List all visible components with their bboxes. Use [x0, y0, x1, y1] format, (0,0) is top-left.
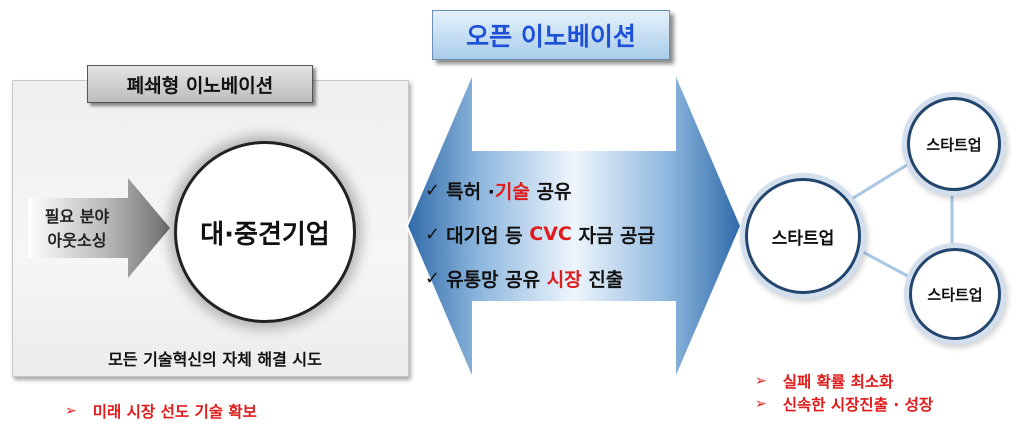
item-text: 진출 — [581, 268, 624, 291]
bullet-arrow-icon: ➢ — [755, 395, 767, 412]
closed-innovation-title: 폐쇄형 이노베이션 — [87, 65, 313, 103]
outsourcing-line-2: 아웃소싱 — [47, 231, 107, 250]
outsourcing-label: 필요 분야 아웃소싱 — [22, 205, 132, 253]
item-highlight: 기술 — [494, 180, 530, 203]
check-icon: ✓ — [425, 179, 441, 201]
item-highlight: CVC — [529, 223, 572, 245]
item-highlight: 시장 — [546, 268, 582, 291]
item-text: 대기업 등 — [446, 224, 530, 247]
outsourcing-arrow — [28, 178, 170, 278]
item-text: 특허 · — [446, 180, 495, 203]
right-bullets: ➢ 실패 확률 최소화 ➢ 신속한 시장진출 · 성장 — [755, 369, 933, 415]
outsourcing-line-1: 필요 분야 — [44, 207, 110, 226]
company-label: 대·중견기업 — [200, 219, 330, 250]
startup-node-bottom: 스타트업 — [909, 248, 1001, 340]
startup-connectors — [849, 158, 954, 282]
item-text: 자금 공급 — [571, 224, 655, 247]
startup-node-main: 스타트업 — [745, 178, 861, 294]
item-text: 공유 — [529, 180, 572, 203]
right-bullet-text: 신속한 시장진출 · 성장 — [782, 395, 934, 414]
right-bullet-text: 실패 확률 최소화 — [782, 372, 894, 391]
startup-label: 스타트업 — [771, 228, 835, 249]
startup-label: 스타트업 — [927, 285, 983, 304]
open-innovation-double-arrow — [405, 71, 743, 381]
left-bullet-text: 미래 시장 선도 기술 확보 — [92, 402, 257, 421]
list-item: ✓ 특허 · 기술 공유 — [425, 168, 725, 212]
closed-innovation-caption: 모든 기술혁신의 자체 해결 시도 — [108, 350, 322, 369]
list-item: ✓ 대기업 등 CVC 자금 공급 — [425, 212, 725, 256]
bullet-arrow-icon: ➢ — [755, 372, 767, 389]
bullet-arrow-icon: ➢ — [65, 402, 77, 419]
left-bullet: ➢ 미래 시장 선도 기술 확보 — [65, 399, 257, 422]
list-item: ✓ 유통망 공유 시장 진출 — [425, 256, 725, 300]
list-item: ➢ 신속한 시장진출 · 성장 — [755, 392, 933, 415]
startup-node-top: 스타트업 — [907, 97, 1001, 191]
company-circle: 대·중견기업 — [174, 141, 356, 323]
open-innovation-list: ✓ 특허 · 기술 공유 ✓ 대기업 등 CVC 자금 공급 ✓ 유통망 공유 … — [425, 168, 725, 300]
open-innovation-title: 오픈 이노베이션 — [432, 10, 670, 60]
startup-label: 스타트업 — [926, 135, 982, 154]
list-item: ➢ 실패 확률 최소화 — [755, 369, 933, 392]
item-text: 유통망 공유 — [446, 268, 547, 291]
check-icon: ✓ — [425, 223, 441, 245]
check-icon: ✓ — [425, 267, 441, 289]
